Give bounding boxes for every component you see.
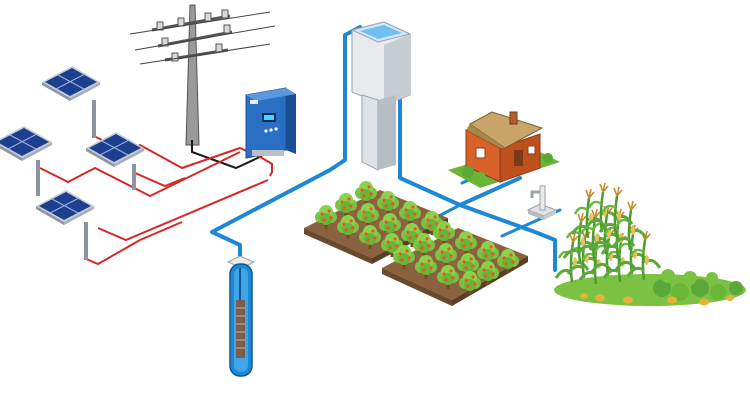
borehole-pump-icon	[226, 255, 256, 377]
power-pole-icon	[129, 4, 276, 146]
control-cables	[191, 140, 263, 170]
solar-panel-icon	[0, 125, 53, 196]
house-icon	[448, 111, 560, 188]
solar-panel-icon	[41, 65, 101, 138]
water-tower-icon	[350, 21, 412, 171]
solar-panel-array	[0, 65, 145, 260]
faucet-icon	[526, 185, 558, 220]
crop-field-icon	[554, 181, 746, 306]
pump-inverter-icon	[245, 87, 296, 159]
orchard-icon	[304, 181, 528, 306]
solar-panel-icon	[85, 131, 145, 190]
solar-panel-icon	[35, 189, 95, 260]
